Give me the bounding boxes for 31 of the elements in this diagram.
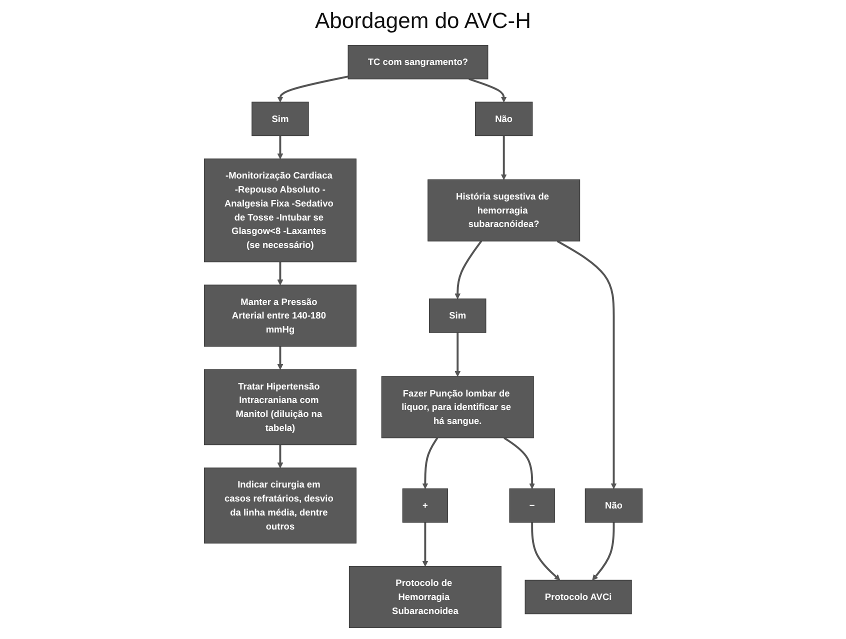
node-box: + [402,488,448,523]
node-box: Sim [428,298,486,333]
node-box: TC com sangramento? [347,44,488,80]
arrow [556,240,616,489]
node-box: Tratar Hipertensão Intracraniana com Manitol (diluição na tabela) [204,369,356,446]
node-box: Manter a Pressão Arterial entre 140-180 mmHg [204,284,356,347]
node-box: Não [584,488,642,523]
arrow [530,522,560,580]
arrow [503,437,535,489]
arrow [454,332,460,377]
node-box: História sugestiva de hemorragia subaracnóidea? [427,179,580,242]
node-box: Indicar cirurgia em casos refratários, desvio da linha média, dentre outros [204,468,356,544]
arrow [277,346,283,370]
node-box: Fazer Punção lombar de liquor, para identificar se há sangue. [381,376,534,438]
node-box: Sim [251,102,309,136]
node-box: Não [474,102,532,136]
arrow [468,78,506,102]
node-box: -Monitorização Cardiaca -Repouso Absoluto -Analgesia Fixa -Sedativo de Tosse -Intubar se Glasgow<8 -Laxantes (se necessário) [204,158,356,262]
arrow [500,136,506,180]
node-box: − [508,488,555,523]
arrow [277,136,283,160]
arrow [277,262,283,286]
node-box: Protocolo de Hemorragia Subaracnoidea [348,566,502,628]
diagram-title: Abordagem do AVC-H [314,8,532,34]
node-box: Protocolo AVCi [524,580,632,614]
arrow [422,522,428,567]
arrow [277,444,283,468]
arrow [422,437,438,489]
arrow [592,522,614,580]
arrow [277,76,348,102]
arrow [454,240,482,300]
